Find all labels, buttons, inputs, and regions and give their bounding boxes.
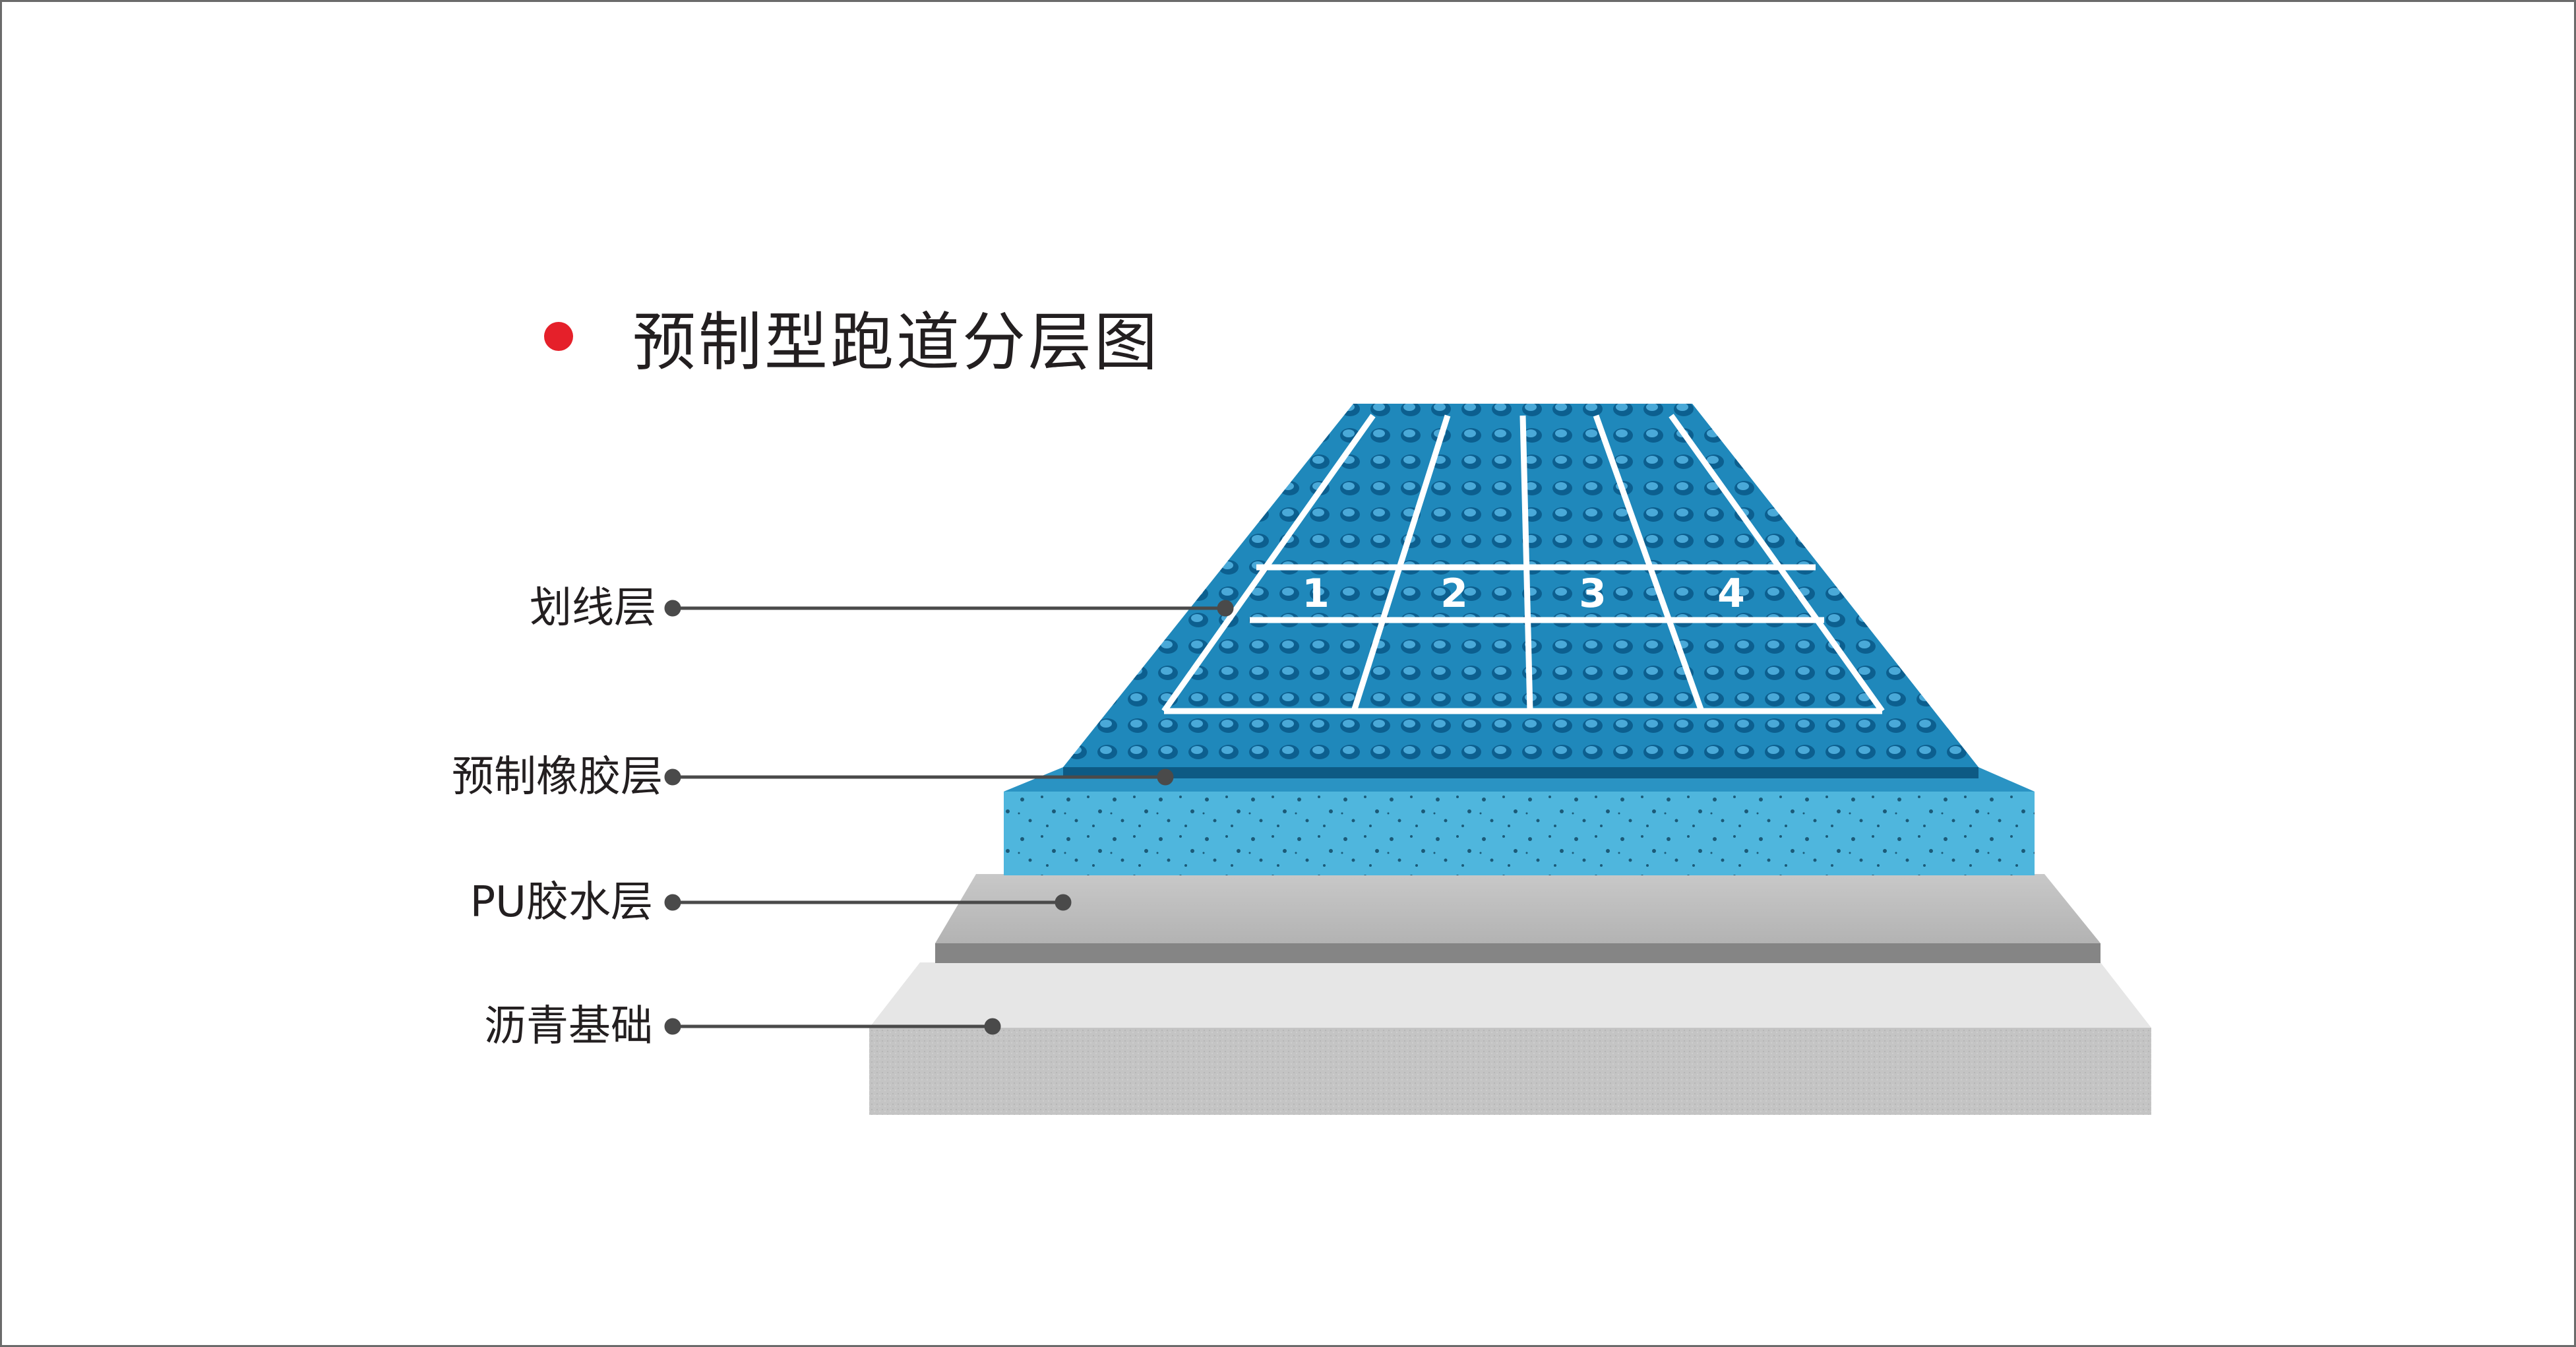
pu-glue-layer (935, 874, 2101, 963)
prefab-rubber-layer (1004, 767, 2035, 875)
lane-number: 3 (1579, 571, 1607, 617)
lane-number: 4 (1717, 571, 1745, 617)
layer-label-asphalt: 沥青基础 (257, 1000, 653, 1053)
track-surface (1063, 404, 1978, 778)
asphalt-layer (869, 962, 2151, 1115)
layer-label-marking: 划线层 (261, 582, 656, 635)
lane-number: 1 (1302, 571, 1330, 617)
lane-number: 2 (1440, 571, 1468, 617)
layer-label-pu: PU胶水层 (257, 876, 653, 929)
layer-label-rubber: 预制橡胶层 (267, 751, 663, 803)
